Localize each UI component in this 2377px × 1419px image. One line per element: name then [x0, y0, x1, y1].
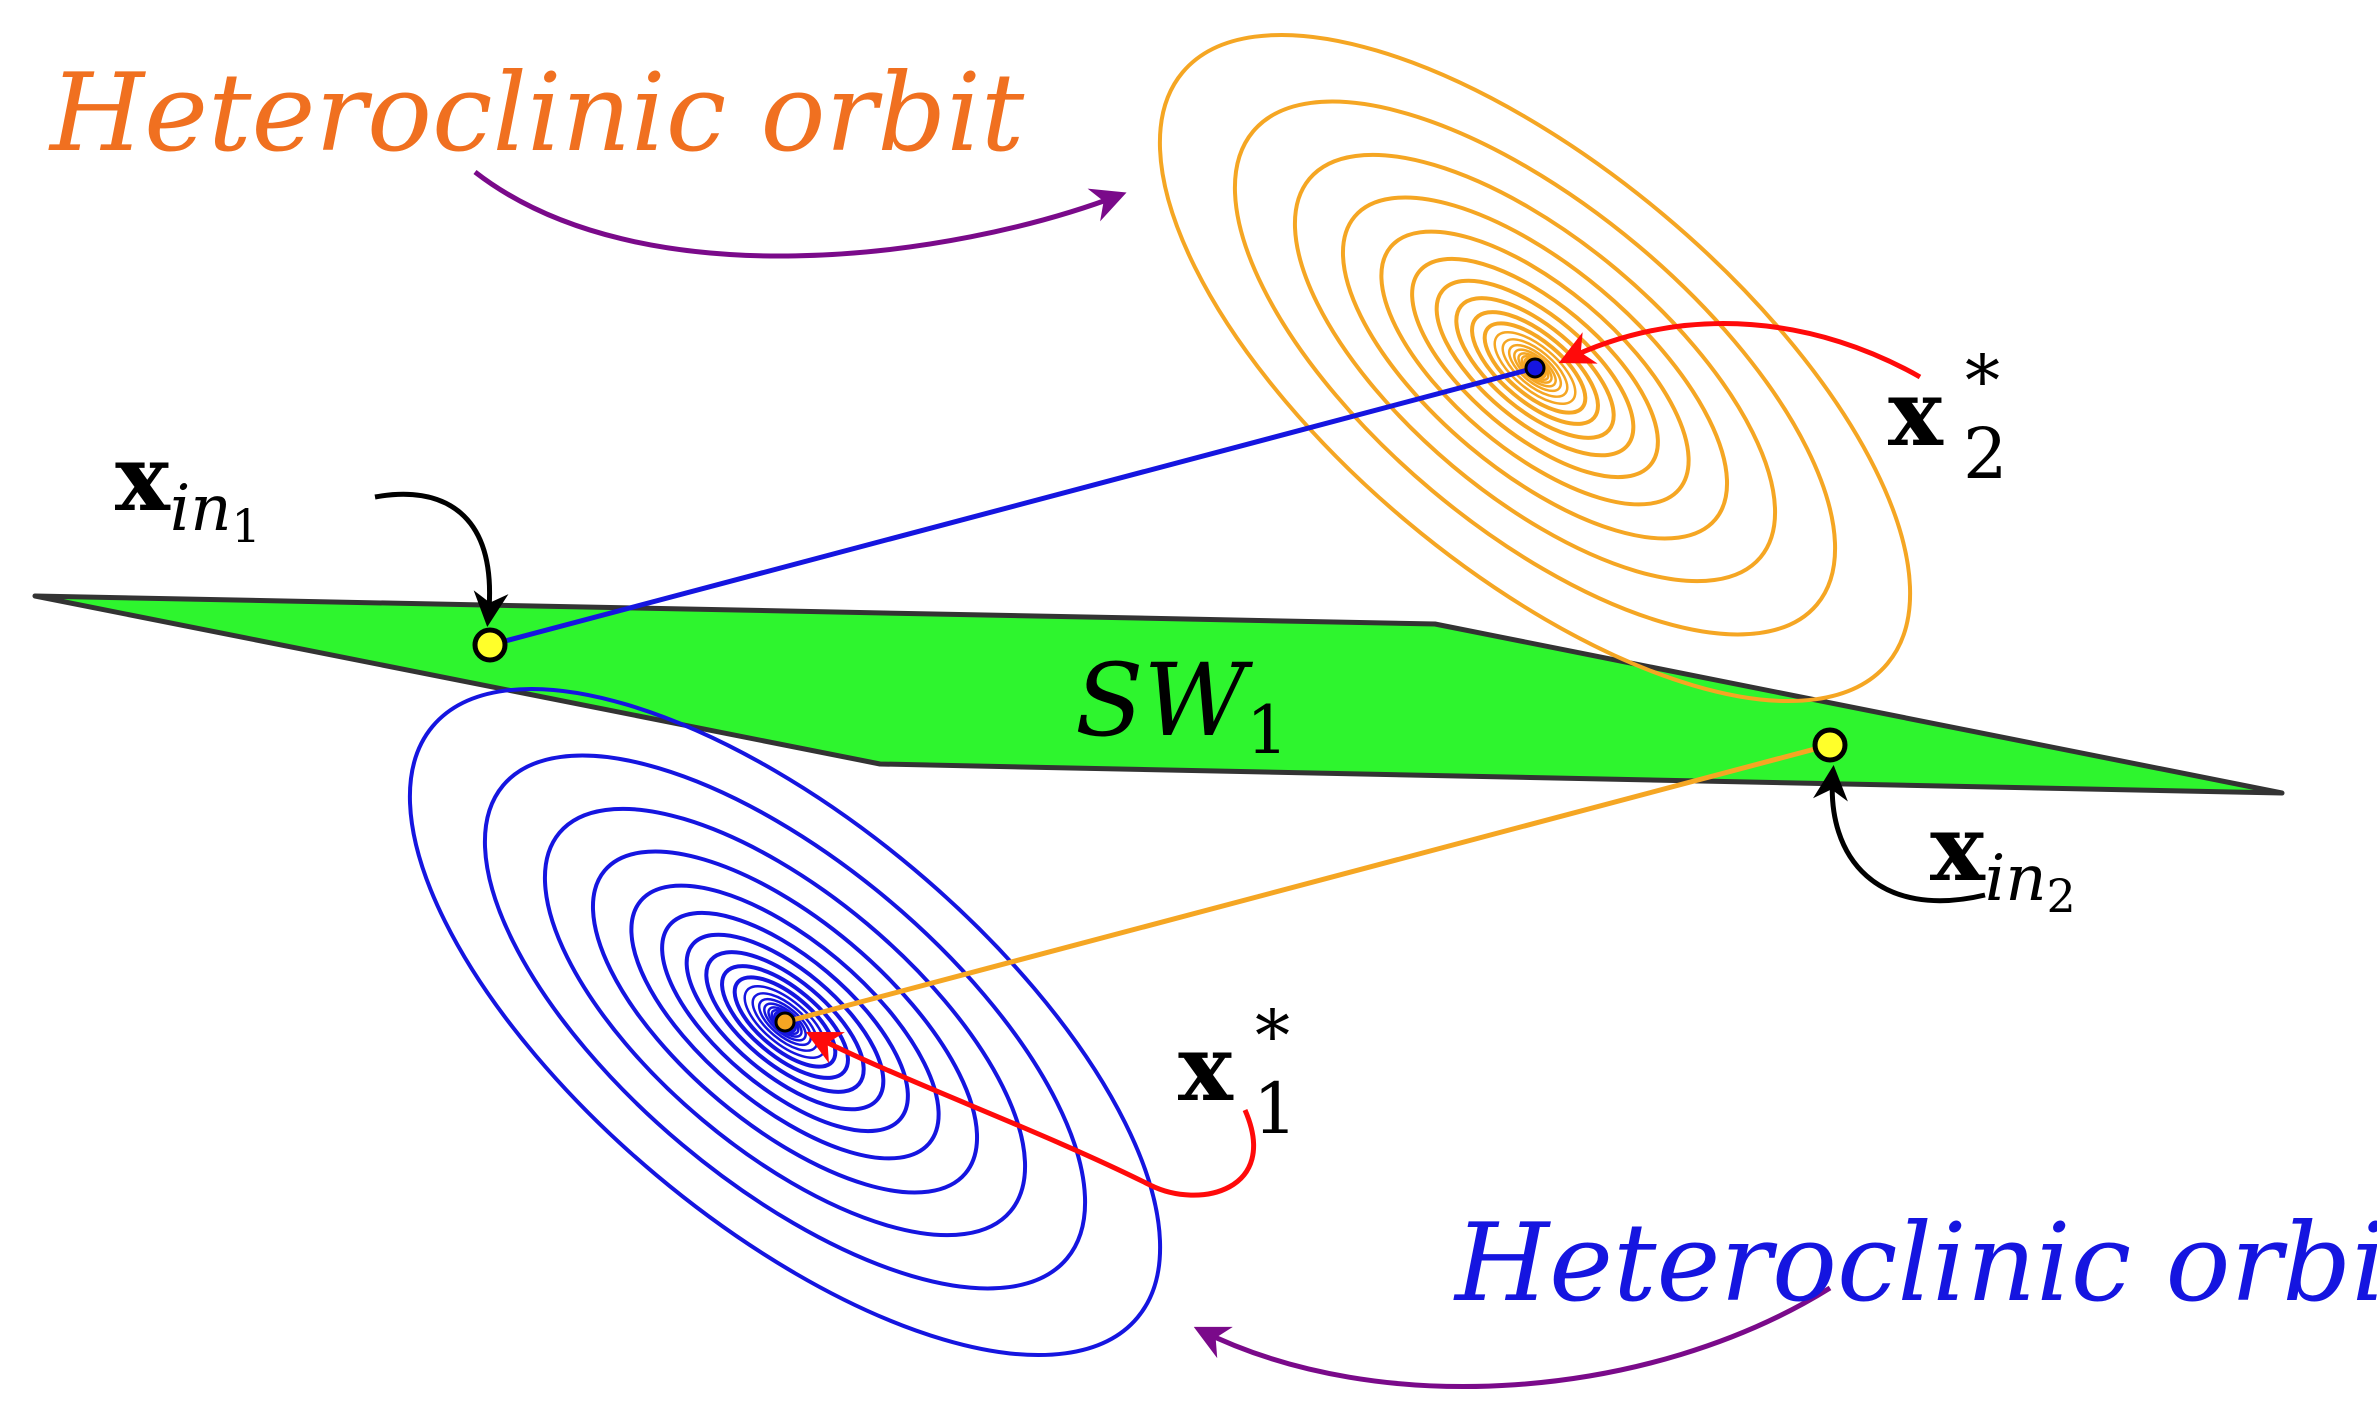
- xin2-label: xin2: [1930, 794, 2076, 923]
- orbit-ring: [720, 964, 850, 1080]
- x1star-label: x: [1178, 1014, 1234, 1122]
- orbit-ring: [1410, 256, 1660, 480]
- x1star-sub: 1: [1253, 1068, 1298, 1150]
- arrow-to-xin2: [1813, 765, 1986, 904]
- orbit-ring: [407, 686, 1163, 1358]
- orbit-ring: [542, 806, 1028, 1238]
- arrow-to-orbit-top: [473, 170, 1127, 259]
- orbit-ring: [1157, 32, 1913, 704]
- orbit-ring: [1340, 195, 1730, 541]
- orbit-ring: [1434, 278, 1636, 458]
- arrow-to-xin1: [374, 491, 509, 627]
- orbit-ring: [1513, 348, 1557, 388]
- orbit-bottom-spiral: [407, 686, 1163, 1358]
- arrow-to-x2star: [1558, 321, 1922, 380]
- xin1-label: xin1: [115, 424, 261, 553]
- x2star-sup: *: [1965, 340, 2000, 422]
- trajectory-xin2-to-x1star: [784, 742, 1831, 1025]
- orbit-ring: [1470, 310, 1600, 426]
- orbit-ring: [704, 950, 866, 1094]
- orbit-ring: [629, 883, 941, 1161]
- orbit-ring: [482, 753, 1088, 1291]
- orbit-ring: [1507, 343, 1563, 393]
- crossing-point-xin1: [472, 627, 508, 663]
- trajectory-xin1-to-x2star: [489, 365, 1536, 648]
- orbit-top-label: Heteroclinic orbit: [48, 51, 1025, 176]
- orbit-bottom-label: Heteroclinic orbit: [1453, 1201, 2377, 1326]
- orbit-ring: [660, 910, 910, 1134]
- orbit-ring: [1493, 330, 1577, 406]
- orbit-ring: [590, 849, 980, 1195]
- orbit-ring: [1292, 152, 1778, 584]
- x1star-sup: *: [1255, 995, 1290, 1077]
- x2star-sub: 2: [1963, 413, 2008, 495]
- plane-label: SW1: [1075, 642, 1288, 769]
- arrow-to-orbit-bottom: [1193, 1285, 1832, 1389]
- orbit-ring: [1482, 321, 1588, 415]
- crossing-point-xin2: [1812, 727, 1848, 763]
- orbit-ring: [1232, 99, 1838, 637]
- switching-plane: [32, 593, 2285, 796]
- orbit-ring: [763, 1002, 807, 1042]
- orbit-ring: [1501, 338, 1569, 398]
- x2star-label: x: [1888, 359, 1944, 467]
- orbit-ring: [1379, 229, 1691, 507]
- orbit-ring: [684, 932, 886, 1112]
- arrow-to-x1star: [805, 1031, 1257, 1198]
- equilibrium-x2-point: [1524, 357, 1546, 379]
- equilibrium-x1-point: [774, 1011, 796, 1033]
